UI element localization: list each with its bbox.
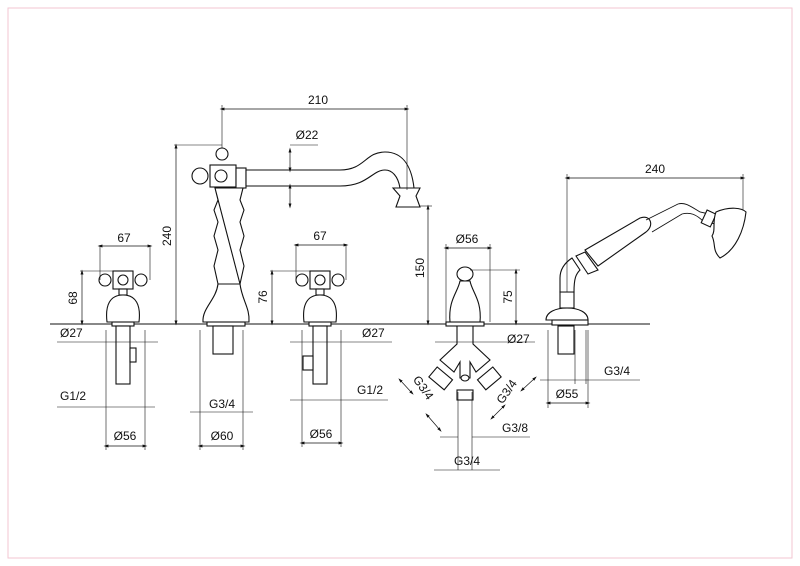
spout-height-label: 240 <box>160 226 174 246</box>
right-valve-flange-label: Ø56 <box>310 427 333 441</box>
right-valve-thread-label: G1/2 <box>357 383 383 397</box>
right-valve-inlet-label: Ø27 <box>362 326 385 340</box>
hand-shower: 240 G3/4 Ø55 <box>540 162 747 408</box>
left-valve-height-label: 68 <box>66 291 80 305</box>
left-valve: 67 68 Ø27 G1/2 Ø56 <box>57 231 158 450</box>
diverter-height-label: 75 <box>501 290 515 304</box>
diverter-width-label: Ø56 <box>456 232 479 246</box>
diverter-center-thread-label: G3/8 <box>502 421 528 435</box>
right-valve-width-label: 67 <box>313 229 327 243</box>
left-valve-inlet-label: Ø27 <box>60 326 83 340</box>
spout-reach-label: 210 <box>308 93 328 107</box>
left-valve-width-label: 67 <box>117 231 131 245</box>
hand-shower-flange-label: Ø55 <box>556 387 579 401</box>
spout-flange-label: Ø60 <box>211 429 234 443</box>
spout-thread-label: G3/4 <box>209 397 235 411</box>
page-frame <box>7 7 793 559</box>
spout: 210 240 Ø22 150 G3/4 Ø60 <box>160 93 432 450</box>
hand-shower-length-label: 240 <box>645 162 665 176</box>
diverter-bottom-thread-label: G3/4 <box>454 454 480 468</box>
spout-outlet-height-label: 150 <box>413 258 427 278</box>
right-valve: 67 76 Ø27 G1/2 Ø56 <box>256 229 392 447</box>
diverter-right-thread-label: G3/4 <box>494 377 521 407</box>
spout-pipe-diameter-label: Ø22 <box>296 128 319 142</box>
left-valve-thread-label: G1/2 <box>60 389 86 403</box>
right-valve-height-label: 76 <box>256 290 270 304</box>
left-valve-flange-label: Ø56 <box>114 429 137 443</box>
hand-shower-thread-label: G3/4 <box>604 364 630 378</box>
diverter-inlet-label: Ø27 <box>507 332 530 346</box>
